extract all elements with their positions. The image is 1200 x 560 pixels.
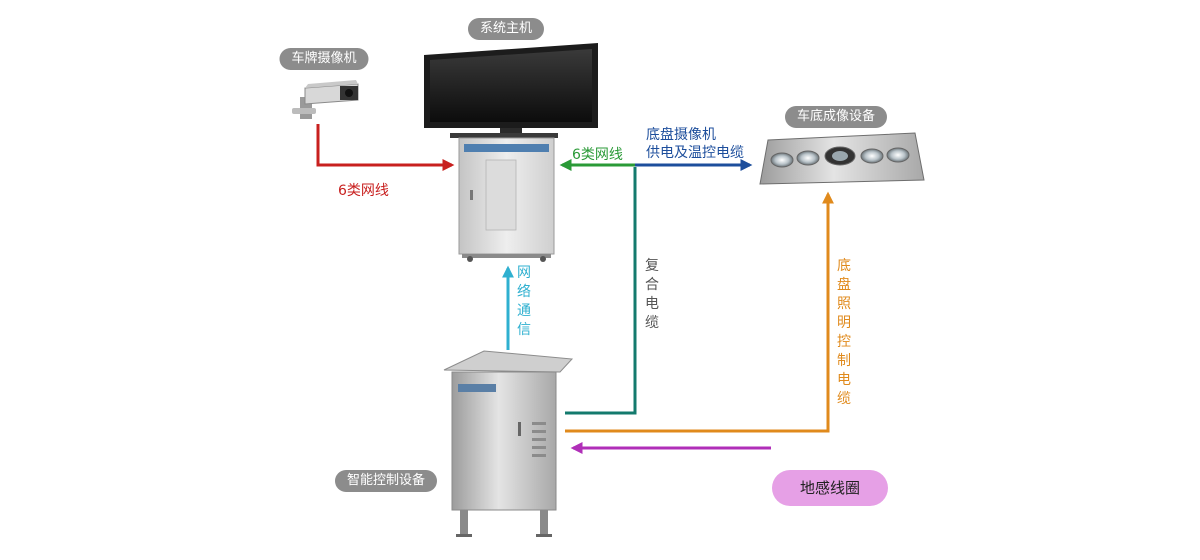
label-power-line2: 供电及温控电缆 bbox=[646, 145, 744, 161]
plate-camera bbox=[292, 80, 359, 119]
imaging-device bbox=[759, 132, 925, 185]
host-cabinet bbox=[458, 137, 555, 262]
label-camera: 车牌摄像机 bbox=[279, 48, 369, 70]
label-composite: 复合电缆 bbox=[645, 258, 659, 331]
label-controller: 智能控制设备 bbox=[334, 470, 438, 492]
label-network: 网络通信 bbox=[517, 265, 531, 338]
line-composite-cable bbox=[565, 167, 637, 415]
label-power-line1: 底盘摄像机 bbox=[646, 127, 716, 143]
monitor bbox=[424, 43, 598, 138]
label-host: 系统主机 bbox=[467, 18, 545, 40]
label-loop: 地感线圈 bbox=[771, 470, 889, 506]
label-camera-link: 6类网线 bbox=[338, 183, 389, 199]
label-imaging-link: 6类网线 bbox=[572, 147, 623, 163]
label-imaging: 车底成像设备 bbox=[784, 106, 888, 128]
line-lighting-control bbox=[565, 191, 834, 433]
control-cabinet bbox=[443, 350, 574, 537]
label-lighting: 底盘照明控制电缆 bbox=[837, 258, 851, 407]
line-camera-to-host bbox=[316, 124, 455, 171]
